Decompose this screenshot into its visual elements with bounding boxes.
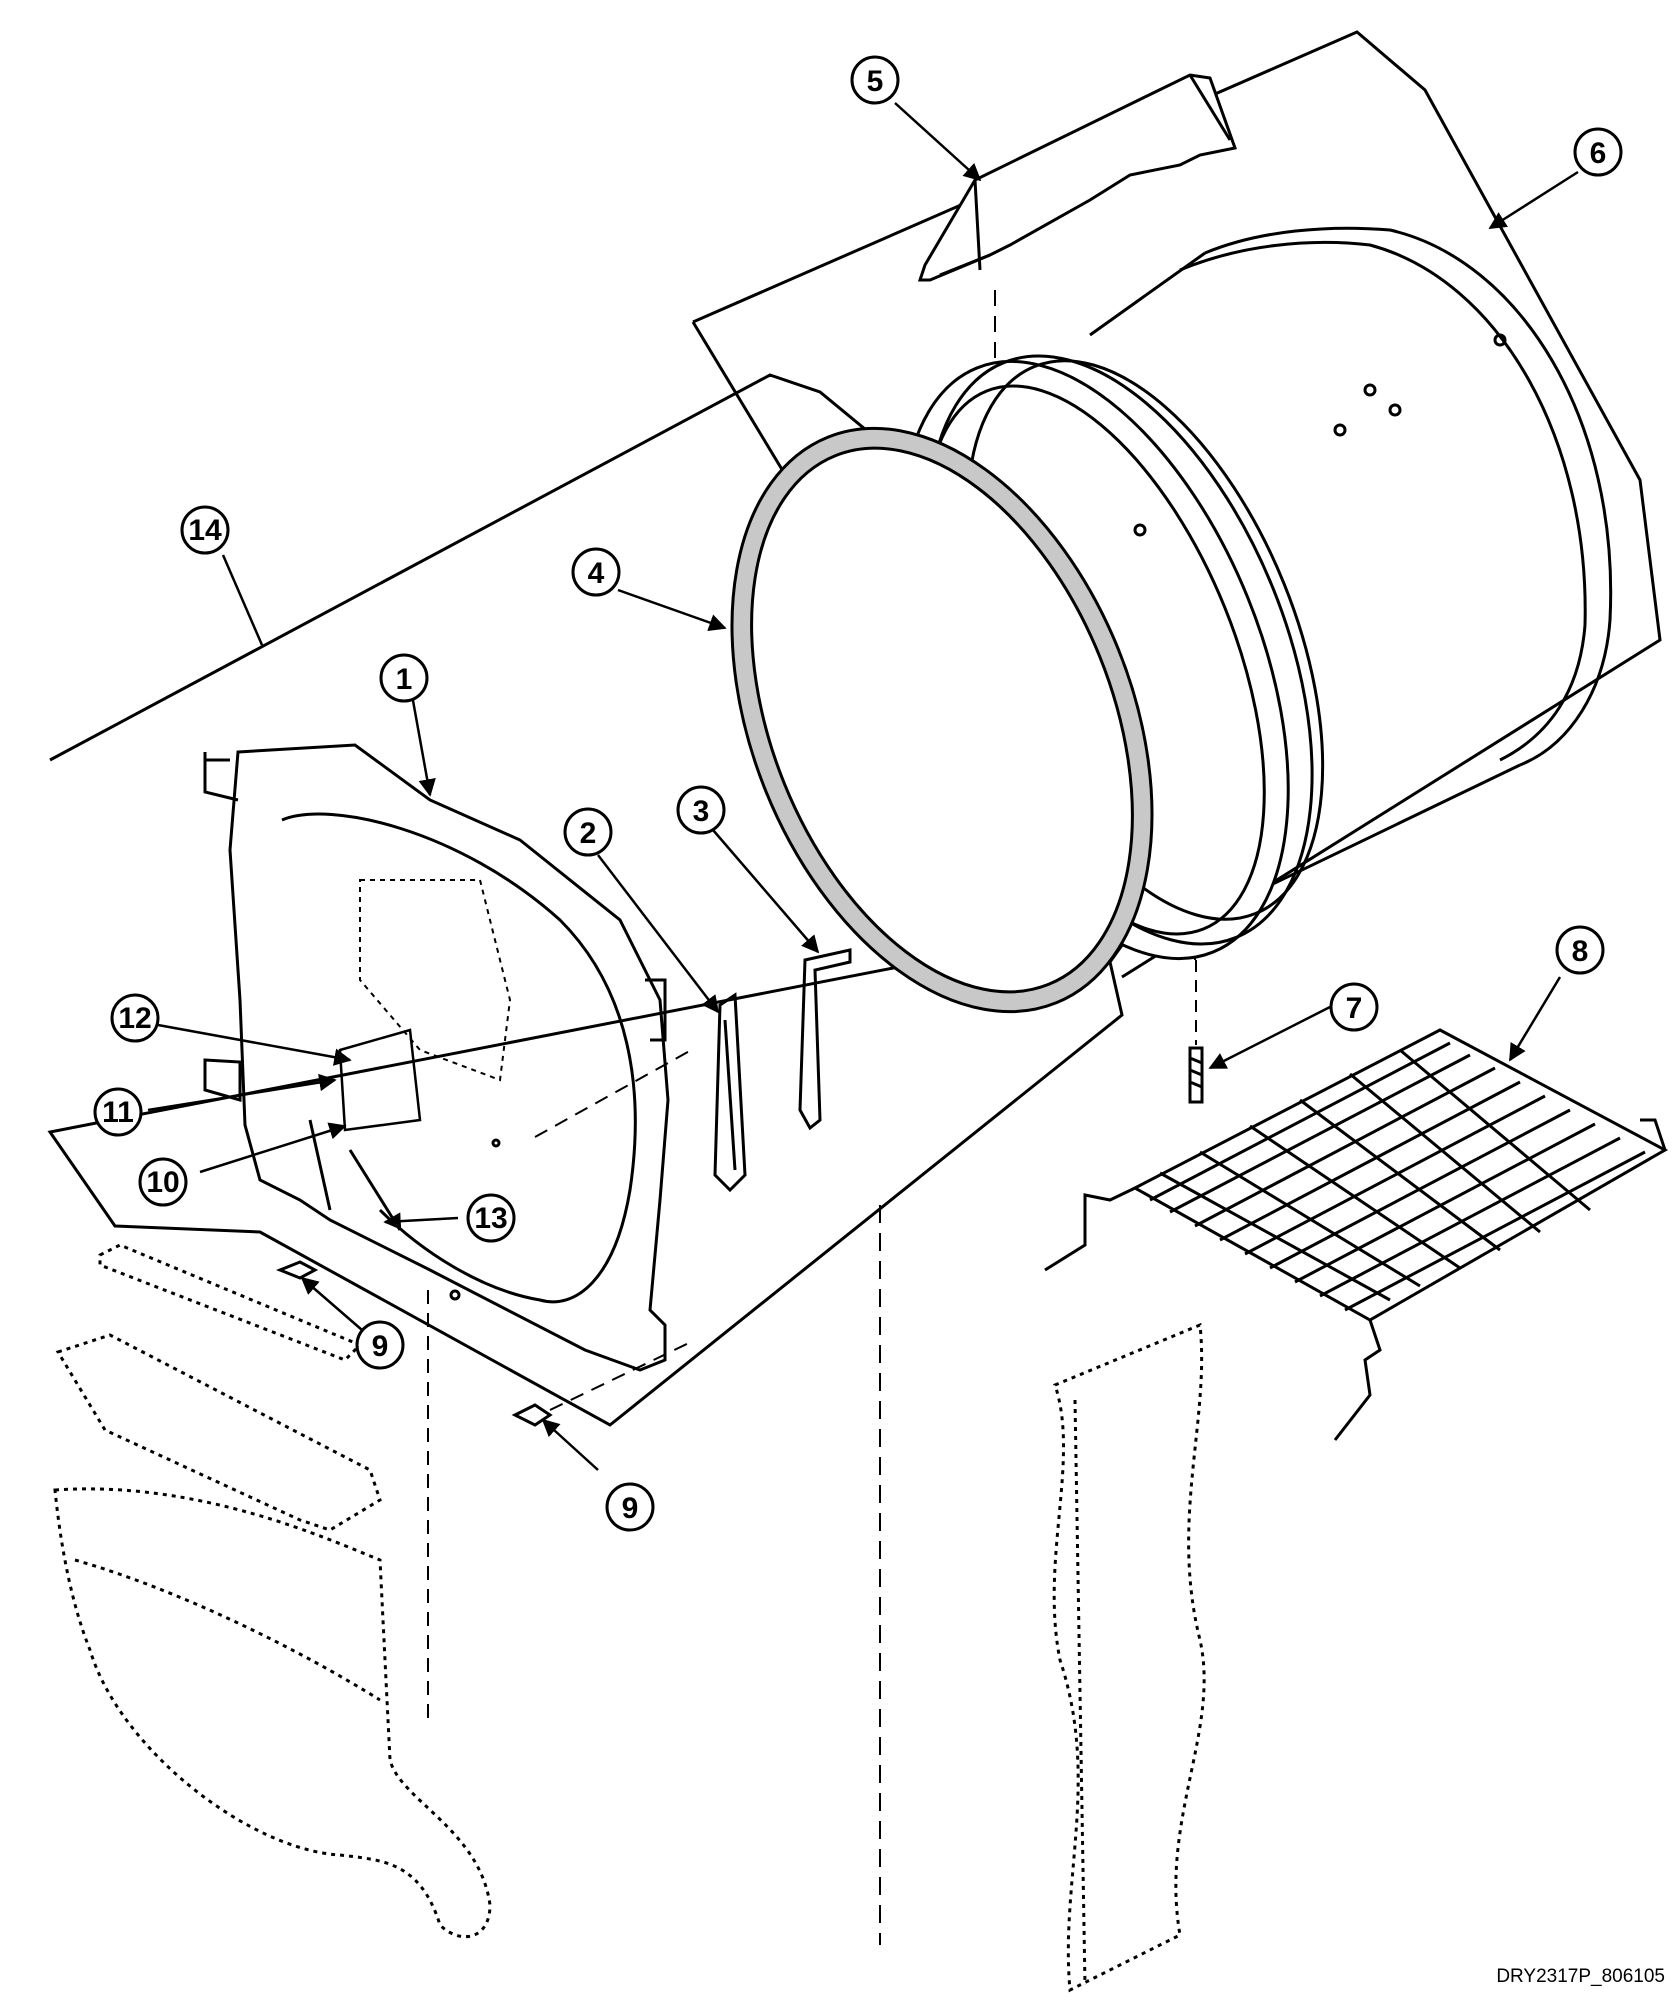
- svg-text:12: 12: [118, 1002, 151, 1035]
- bulkhead-screw-lower: [511, 1403, 553, 1427]
- callout-9-lower: 9: [605, 1482, 655, 1532]
- svg-text:5: 5: [867, 65, 884, 98]
- callout-13: 13: [466, 1193, 516, 1243]
- callout-9-upper: 9: [355, 1320, 405, 1370]
- callout-3: 3: [676, 785, 726, 835]
- svg-text:9: 9: [372, 1330, 389, 1363]
- screw-guide-lower: [549, 1339, 696, 1411]
- front-panel-assembly-outline: [47, 373, 1144, 1427]
- svg-text:10: 10: [146, 1166, 179, 1199]
- callout-4: 4: [571, 547, 621, 597]
- drum-baffle: [917, 73, 1237, 282]
- drum-seal: [730, 426, 1154, 1014]
- rack-screw: [1188, 1046, 1204, 1104]
- svg-text:8: 8: [1572, 935, 1589, 968]
- leader-lines: [147, 102, 1579, 1471]
- svg-text:13: 13: [474, 1202, 507, 1235]
- callout-1: 1: [379, 653, 429, 703]
- svg-text:6: 6: [1590, 137, 1607, 170]
- callout-5: 5: [850, 55, 900, 105]
- callout-14: 14: [180, 505, 230, 555]
- callout-10: 10: [138, 1157, 188, 1207]
- svg-text:1: 1: [396, 663, 413, 696]
- svg-text:3: 3: [693, 795, 710, 828]
- svg-text:7: 7: [1346, 992, 1363, 1025]
- bulkhead-dashed-guide: [534, 1047, 696, 1138]
- bulkhead-bracket: [713, 992, 747, 1193]
- bulkhead-screw-upper: [275, 1260, 319, 1280]
- bulkhead-strap: [798, 948, 852, 1131]
- callout-12: 12: [110, 993, 160, 1043]
- svg-text:14: 14: [188, 514, 222, 547]
- callout-11: 11: [93, 1087, 143, 1137]
- drying-rack: [1044, 1028, 1669, 1441]
- callout-2: 2: [563, 807, 613, 857]
- side-panel: [1052, 1322, 1206, 1993]
- callout-7: 7: [1329, 982, 1379, 1032]
- svg-text:9: 9: [622, 1492, 639, 1525]
- svg-text:2: 2: [580, 817, 597, 850]
- svg-text:4: 4: [588, 557, 605, 590]
- callout-8: 8: [1555, 925, 1605, 975]
- callout-6: 6: [1573, 127, 1623, 177]
- figure-code: DRY2317P_806105: [1496, 1966, 1665, 1987]
- svg-text:11: 11: [102, 1096, 134, 1129]
- lint-filter-duct: [53, 1243, 492, 1939]
